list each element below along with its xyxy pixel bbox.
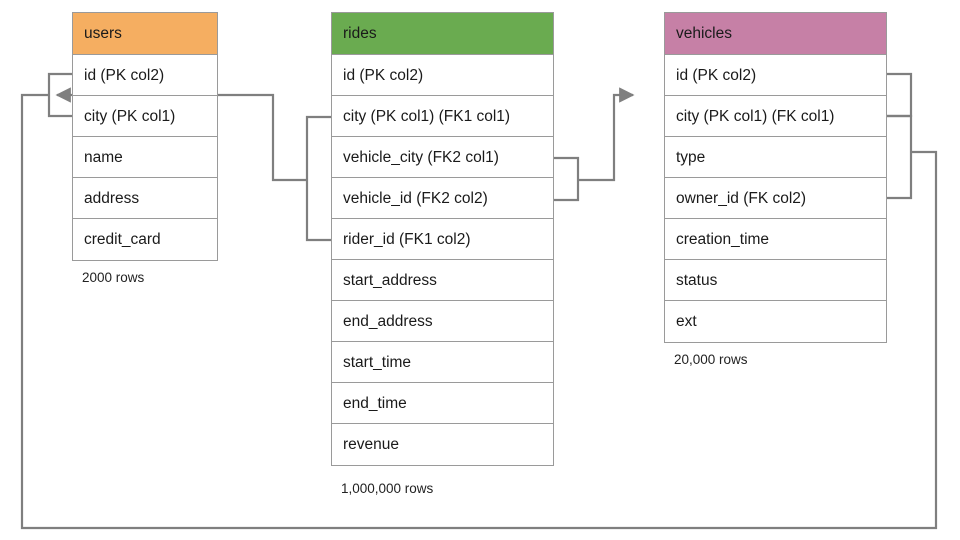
entity-vehicles-row-count: 20,000 rows [674, 352, 748, 367]
fk2-rides-bracket [554, 156, 580, 202]
entity-rides-field-start-address[interactable]: start_address [332, 260, 553, 301]
entity-users-field-address[interactable]: address [73, 178, 217, 219]
entity-users-field-credit-card[interactable]: credit_card [73, 219, 217, 260]
vehicles-left-bracket [887, 72, 913, 118]
entity-rides-field-id[interactable]: id (PK col2) [332, 55, 553, 96]
users-left-bracket [47, 72, 72, 118]
entity-rides-field-start-time[interactable]: start_time [332, 342, 553, 383]
entity-rides-field-end-time[interactable]: end_time [332, 383, 553, 424]
fk2-connector [578, 87, 635, 182]
entity-rides-field-end-address[interactable]: end_address [332, 301, 553, 342]
entity-rides-field-vehicle-id[interactable]: vehicle_id (FK2 col2) [332, 178, 553, 219]
entity-vehicles-field-id[interactable]: id (PK col2) [665, 55, 886, 96]
entity-vehicles-field-city[interactable]: city (PK col1) (FK col1) [665, 96, 886, 137]
entity-users[interactable]: users id (PK col2) city (PK col1) name a… [72, 12, 218, 261]
entity-vehicles-field-creation-time[interactable]: creation_time [665, 219, 886, 260]
entity-vehicles-header: vehicles [665, 13, 886, 55]
entity-rides-field-city[interactable]: city (PK col1) (FK1 col1) [332, 96, 553, 137]
entity-rides-field-vehicle-city[interactable]: vehicle_city (FK2 col1) [332, 137, 553, 178]
entity-users-field-id[interactable]: id (PK col2) [73, 55, 217, 96]
entity-rides-field-rider-id[interactable]: rider_id (FK1 col2) [332, 219, 553, 260]
entity-users-row-count: 2000 rows [82, 270, 145, 285]
entity-vehicles-field-owner-id[interactable]: owner_id (FK col2) [665, 178, 886, 219]
entity-users-field-city[interactable]: city (PK col1) [73, 96, 217, 137]
entity-users-header: users [73, 13, 217, 55]
entity-vehicles[interactable]: vehicles id (PK col2) city (PK col1) (FK… [664, 12, 887, 343]
entity-vehicles-field-type[interactable]: type [665, 137, 886, 178]
entity-users-field-name[interactable]: name [73, 137, 217, 178]
entity-vehicles-field-ext[interactable]: ext [665, 301, 886, 342]
entity-rides-row-count: 1,000,000 rows [341, 481, 434, 496]
entity-vehicles-field-status[interactable]: status [665, 260, 886, 301]
fk3-vehicles-bracket [887, 114, 913, 200]
fk1-rides-bracket [305, 115, 331, 242]
entity-rides-field-revenue[interactable]: revenue [332, 424, 553, 465]
entity-rides-header: rides [332, 13, 553, 55]
entity-rides[interactable]: rides id (PK col2) city (PK col1) (FK1 c… [331, 12, 554, 466]
